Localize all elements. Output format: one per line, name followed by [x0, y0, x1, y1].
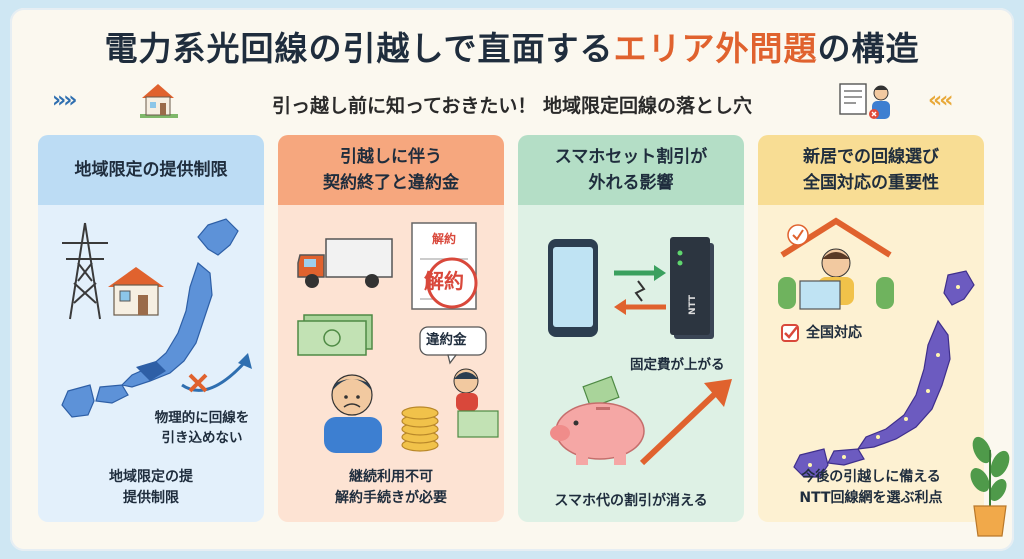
power-pylon-icon: [62, 222, 108, 320]
nationwide-badge: 全国対応: [806, 325, 862, 341]
panel-3-annotation: 固定費が上がる: [630, 357, 725, 373]
stamp-big-text: 解約: [424, 269, 464, 293]
check-icon: [781, 324, 799, 342]
panel-nationwide-coverage: 新居での回線選び 全国対応の重要性 全国対応: [758, 135, 984, 522]
japan-map-icon: [61, 218, 239, 418]
subtitle: 引っ越し前に知っておきたい！ 地域限定回線の落とし穴: [271, 95, 753, 117]
home-worker-icon: [778, 217, 894, 310]
house-icon: [140, 84, 178, 118]
panel-1-annotation: 物理的に回線を 引き込めない: [154, 410, 250, 446]
router-label: NTT: [688, 294, 699, 316]
title-main: 電力系光回線の引越しで直面する: [104, 29, 614, 68]
rising-cost-arrow-icon: [639, 379, 732, 466]
chevrons-left-icon: »»: [52, 88, 77, 113]
panel-1-caption: 地域限定の提 提供制限: [109, 469, 193, 506]
title-tail: の構造: [817, 29, 920, 68]
panel-1-body: 物理的に回線を 引き込めない 地域限定の提 提供制限: [38, 205, 264, 522]
panel-3-title: スマホセット割引が 外れる影響: [518, 135, 744, 205]
panel-3-caption: スマホ代の割引が消える: [554, 493, 708, 509]
piggy-bank-icon: [550, 375, 645, 465]
money-bills-icon: [297, 314, 373, 356]
panel-4-caption: 今後の引越しに備える NTT回線網を選ぶ利点: [799, 469, 943, 506]
worried-person-icon: [324, 374, 382, 453]
blocked-arrow-icon: [181, 353, 252, 393]
panel-area-restriction: 地域限定の提供制限: [38, 135, 264, 522]
page-title: 電力系光回線の引越しで直面するエリア外問題の構造: [0, 22, 1024, 70]
panel-2-title: 引越しに伴う 契約終了と違約金: [278, 135, 504, 205]
title-accent: エリア外問題: [613, 29, 818, 68]
small-person-icon: [453, 368, 499, 438]
broken-arrows-icon: [614, 265, 666, 315]
router-icon: [670, 237, 714, 339]
panel-2-caption: 継続利用不可 解約手続きが必要: [335, 469, 447, 506]
document-person-icon: [839, 83, 890, 119]
smartphone-icon: [548, 239, 598, 337]
chevrons-right-icon: ««: [928, 88, 953, 113]
stamp-small-text: 解約: [432, 232, 457, 246]
panel-4-body: 全国対応 今後の引越しに備える NTT回線網を選ぶ利点: [758, 205, 984, 522]
house-icon: [108, 267, 164, 316]
speech-bubble: [419, 326, 487, 365]
panel-3-body: NTT 固定費が上がる スマホ代の割引が消える: [518, 205, 744, 522]
panel-smartphone-discount: スマホセット割引が 外れる影響 NTT 固定費が上がる: [518, 135, 744, 522]
potted-plant-icon: [970, 436, 1010, 537]
penalty-bubble-text: 違約金: [426, 332, 467, 348]
panel-2-body: 解約 解約 違約金: [278, 205, 504, 522]
panel-4-title: 新居での回線選び 全国対応の重要性: [758, 135, 984, 205]
panel-1-title: 地域限定の提供制限: [38, 135, 264, 205]
moving-truck-icon: [297, 238, 393, 288]
contract-document-icon: [411, 222, 478, 310]
coins-icon: [401, 406, 439, 452]
panel-contract-termination: 引越しに伴う 契約終了と違約金 解約 解約: [278, 135, 504, 522]
japan-nationwide-map-icon: [793, 270, 975, 478]
